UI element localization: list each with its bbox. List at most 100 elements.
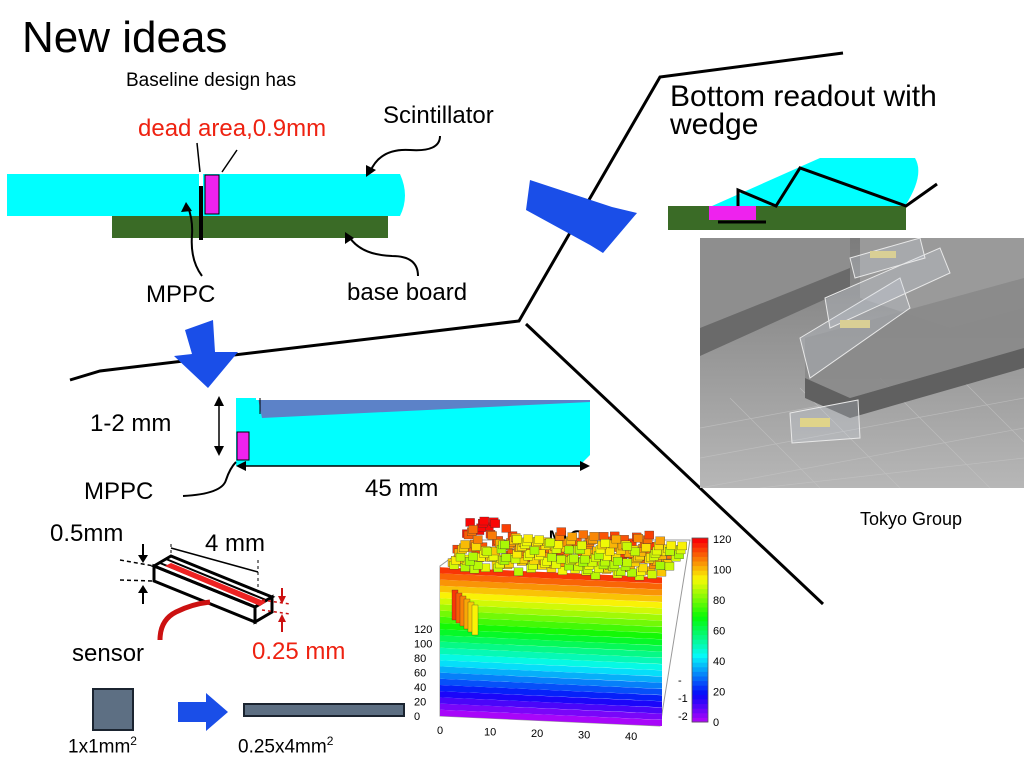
lego-bar — [578, 530, 588, 539]
wedge-side-cut — [258, 398, 590, 418]
lego-bar — [633, 534, 643, 543]
lego-bar — [513, 567, 524, 576]
colorbar-segment — [692, 542, 708, 548]
lego-bar — [479, 516, 489, 526]
lego-bar — [613, 557, 623, 566]
colorbar-segment — [692, 593, 708, 599]
lego-bar — [501, 524, 511, 533]
arrow-down-icon — [174, 320, 238, 388]
lego-bar — [556, 555, 566, 564]
lego-bar — [622, 542, 632, 551]
lego-front-band — [440, 623, 662, 640]
colorbar-segment — [692, 625, 708, 631]
colorbar-segment — [692, 597, 708, 603]
colorbar-segment — [692, 561, 708, 567]
colorbar-segment — [692, 620, 708, 626]
lego-bar — [556, 527, 566, 536]
baseline-mppc — [204, 174, 220, 215]
dim-thick-dash-1 — [119, 559, 155, 567]
thickness-arrow-head-top — [214, 396, 224, 406]
lego-bar — [616, 567, 626, 576]
colorbar-tick-label: 40 — [713, 656, 725, 668]
lego-bar — [482, 547, 492, 556]
colorbar-segment — [692, 694, 708, 700]
colorbar-segment — [692, 556, 708, 562]
colorbar-segment — [692, 588, 708, 594]
colorbar-segment — [692, 676, 708, 682]
lego-bar — [622, 558, 632, 567]
y-tick-label: -1 — [678, 693, 688, 705]
colorbar-segment — [692, 680, 708, 686]
colorbar-segment — [692, 630, 708, 636]
lego-bar — [580, 554, 590, 564]
size-new-sup: 2 — [326, 734, 334, 748]
sensor-pointer — [157, 599, 211, 641]
lego-bar — [600, 539, 610, 548]
lego-front-band — [440, 579, 662, 596]
divider-line-lower — [524, 322, 825, 606]
lego-front-band — [440, 697, 662, 714]
lego-front-band — [440, 647, 662, 664]
tokyo-group-credit: Tokyo Group — [860, 509, 963, 529]
scintillator-label: Scintillator — [383, 102, 494, 129]
lego-bar — [569, 554, 579, 563]
size-new-text: 0.25x4mm — [238, 736, 327, 758]
page-title: New ideas — [22, 13, 228, 62]
lego-front-band — [440, 592, 662, 609]
lego-bar — [471, 542, 481, 551]
colorbar-segment — [692, 653, 708, 659]
scintillator-pointer — [369, 135, 441, 173]
dim-thick-arrow-bottom-head — [138, 585, 148, 593]
lego-bar — [655, 561, 665, 570]
lego-bar — [664, 562, 675, 571]
lego-bar — [647, 570, 657, 579]
z-tick-label: 40 — [414, 682, 426, 694]
dim-width-dash-2 — [261, 609, 291, 615]
lego-bar — [547, 553, 557, 562]
lego-front-band — [440, 610, 662, 627]
colorbar-segment — [692, 685, 708, 691]
sensor-thickness-label: 0.5mm — [50, 520, 124, 547]
length-arrow-head-right — [580, 461, 590, 471]
lego-bar — [523, 534, 533, 543]
baseline-intro: Baseline design has — [126, 70, 297, 91]
colorbar-segment — [692, 657, 708, 663]
wedge-scintillator — [712, 158, 919, 206]
lego-front-band — [440, 629, 662, 646]
lego-bar — [465, 518, 475, 527]
dim-thick-arrow-top-head — [138, 555, 148, 563]
lego-bar — [611, 534, 621, 544]
x-tick-label: 40 — [625, 731, 637, 743]
mppc-pointer-top — [187, 206, 203, 277]
colorbar-segment — [692, 547, 708, 553]
lego-front-band — [440, 598, 662, 615]
colorbar-segment — [692, 643, 708, 649]
colorbar-tick-label: 80 — [713, 595, 725, 607]
lego-front-band — [440, 635, 662, 652]
x-tick-label: 10 — [484, 727, 496, 739]
lego-bar — [468, 552, 478, 561]
wedge-side-cut-top — [256, 396, 592, 400]
colorbar-segment — [692, 639, 708, 645]
colorbar-tick-label: 0 — [713, 717, 719, 729]
baseline-base-board — [112, 216, 388, 238]
x-tick-label: 20 — [531, 728, 543, 740]
bottom-readout-line1: Bottom readout with — [670, 80, 937, 113]
sensor-new-strip — [243, 703, 405, 717]
colorbar-segment — [692, 689, 708, 695]
mppc-label-wedge: MPPC — [84, 478, 154, 505]
divider-line-upper — [69, 51, 844, 382]
lego-bar — [534, 535, 544, 544]
dim-len-arrow — [170, 547, 259, 573]
colorbar-segment — [692, 611, 708, 617]
lego-front-band — [440, 703, 662, 720]
size-old-text: 1x1mm — [68, 736, 131, 758]
lego-bar — [487, 531, 497, 540]
y-tick-label: - — [678, 675, 682, 687]
sensor-width-label: 0.25 mm — [252, 638, 346, 665]
colorbar-segment — [692, 671, 708, 677]
z-tick-label: 0 — [414, 711, 420, 723]
tokyo-render-image — [700, 238, 1024, 488]
wedge-side-scintillator — [236, 398, 590, 466]
